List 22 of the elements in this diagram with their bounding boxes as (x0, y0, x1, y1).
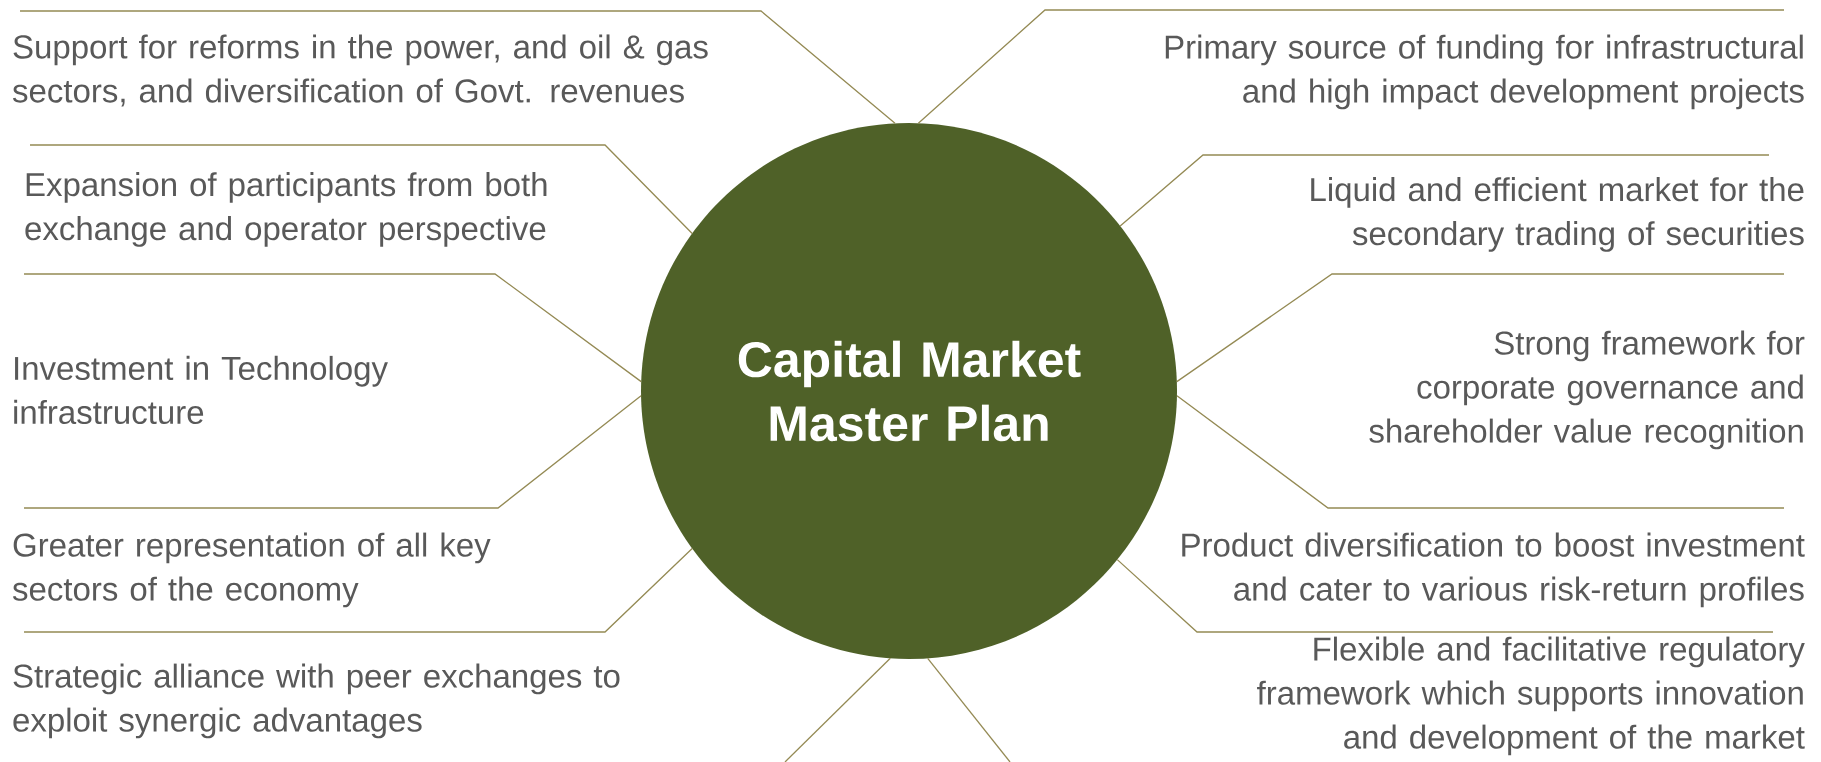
description-text: Greater representation of all key sectors of the economy (12, 532, 491, 608)
leader-line (1119, 154, 1770, 227)
leader-line (23, 395, 642, 509)
description-text: Flexible and facilitative regulatory framework which supports innovation and development of the market (1257, 636, 1805, 756)
description-text: Expansion of participants from both exchange and operator perspective (25, 172, 547, 247)
description-text: Investment in Technology infrastructure (14, 355, 388, 425)
leader-line (1176, 395, 1785, 509)
leader-line (19, 10, 896, 124)
leader-line (927, 657, 1011, 762)
description-text: Strategic alliance with peer exchanges to exploit synergic advantages (13, 663, 620, 739)
description-text: Product diversification to boost investment and cater to various risk-return profiles (1182, 532, 1805, 608)
description-text: Liquid and efficient market for the secondary trading of securities (1311, 177, 1804, 252)
leader-line (1116, 559, 1774, 633)
description-text: Strong framework for corporate governance and shareholder value recognition (1369, 330, 1805, 450)
description-text: Support for reforms in the power, and oil & gas sectors, and diversification of Govt. revenues (12, 34, 708, 107)
leader-line (23, 273, 642, 383)
leader-line (784, 657, 891, 762)
leader-line (1176, 273, 1785, 383)
description-text: Primary source of funding for infrastructural and high impact development projects (1165, 34, 1804, 110)
leader-line (23, 547, 693, 633)
leader-line (29, 144, 693, 235)
leader-line (917, 9, 1785, 124)
